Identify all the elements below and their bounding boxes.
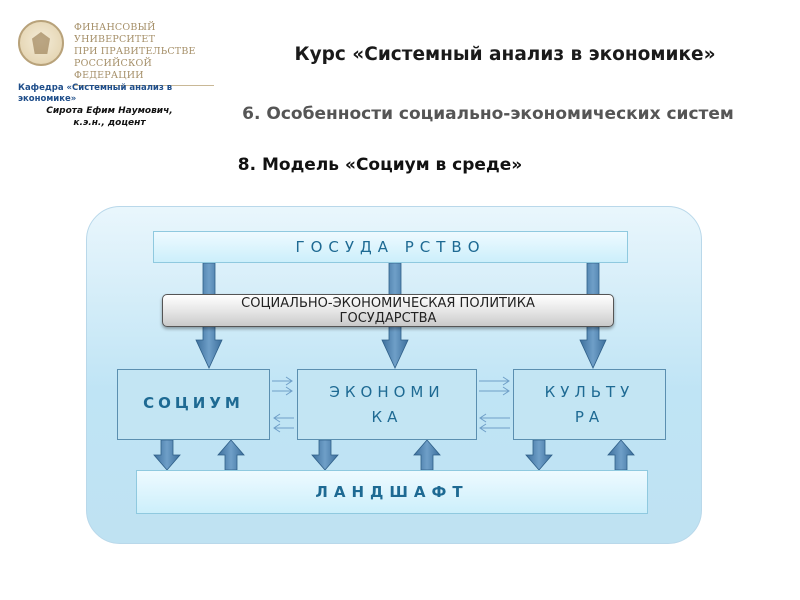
department-line: Кафедра «Системный анализ в xyxy=(18,83,173,93)
landscape-box: ЛАНДШАФТ xyxy=(136,470,648,514)
course-title: Курс «Системный анализ в экономике» xyxy=(294,44,716,65)
economy-label-line: КА xyxy=(371,408,403,426)
department-name: Кафедра «Системный анализ в экономике» xyxy=(18,83,198,105)
model-title: 8. Модель «Социум в среде» xyxy=(237,155,523,175)
economy-label-line: ЭКОНОМИ xyxy=(329,383,445,401)
university-name: ФИНАНСОВЫЙ УНИВЕРСИТЕТ ПРИ ПРАВИТЕЛЬСТВЕ… xyxy=(74,22,224,86)
policy-label-line: СОЦИАЛЬНО-ЭКОНОМИЧЕСКАЯ ПОЛИТИКА xyxy=(241,296,535,311)
policy-label: СОЦИАЛЬНО-ЭКОНОМИЧЕСКАЯ ПОЛИТИКА ГОСУДАР… xyxy=(163,296,613,326)
university-name-line: ПРИ ПРАВИТЕЛЬСТВЕ xyxy=(74,46,196,57)
arrow-down-culture-to-landscape xyxy=(525,439,553,471)
author-name: Сирота Ефим Наумович, xyxy=(46,106,173,116)
policy-box: СОЦИАЛЬНО-ЭКОНОМИЧЕСКАЯ ПОЛИТИКА ГОСУДАР… xyxy=(162,294,614,327)
department-line: экономике» xyxy=(18,94,77,104)
university-seal-logo xyxy=(18,20,64,66)
culture-label-line: КУЛЬТУ xyxy=(544,383,635,401)
arrow-down-society-to-landscape xyxy=(153,439,181,471)
arrows-society-economy xyxy=(272,376,294,433)
divider xyxy=(74,85,214,86)
society-box: СОЦИУМ xyxy=(117,369,270,440)
arrows-economy-culture xyxy=(479,376,510,433)
author-info: Сирота Ефим Наумович, к.э.н., доцент xyxy=(22,105,197,129)
culture-label-line: РА xyxy=(574,408,605,426)
society-label: СОЦИУМ xyxy=(143,394,244,412)
landscape-label: ЛАНДШАФТ xyxy=(315,483,469,501)
state-box: ГОСУДА РСТВО xyxy=(153,231,628,263)
state-label: ГОСУДА РСТВО xyxy=(295,238,486,256)
arrow-down-economy-to-landscape xyxy=(311,439,339,471)
arrow-up-landscape-to-culture xyxy=(607,439,635,471)
economy-label: ЭКОНОМИ КА xyxy=(298,380,476,430)
university-name-line: ФИНАНСОВЫЙ УНИВЕРСИТЕТ xyxy=(74,22,156,45)
university-name-line: РОССИЙСКОЙ ФЕДЕРАЦИИ xyxy=(74,58,152,81)
economy-box: ЭКОНОМИ КА xyxy=(297,369,477,440)
author-degree: к.э.н., доцент xyxy=(73,118,146,128)
culture-box: КУЛЬТУ РА xyxy=(513,369,666,440)
arrow-up-landscape-to-society xyxy=(217,439,245,471)
culture-label: КУЛЬТУ РА xyxy=(514,380,665,430)
section-title: 6. Особенности социально-экономических с… xyxy=(242,104,734,124)
policy-label-line: ГОСУДАРСТВА xyxy=(339,311,437,326)
arrow-up-landscape-to-economy xyxy=(413,439,441,471)
